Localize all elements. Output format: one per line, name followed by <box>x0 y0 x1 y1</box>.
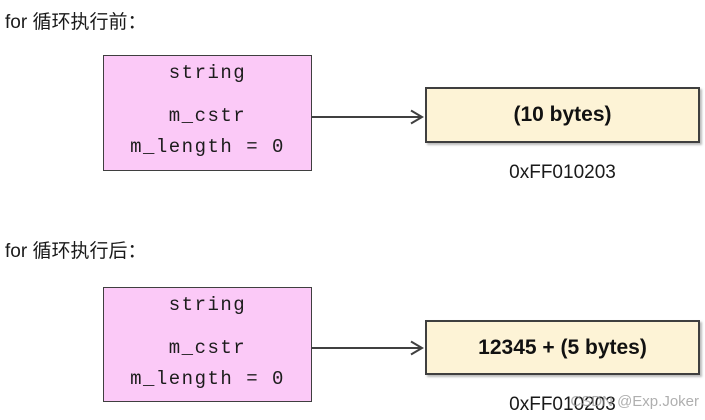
struct-field-mcstr: m_cstr <box>168 105 247 127</box>
struct-field-mcstr: m_cstr <box>168 337 247 359</box>
section-title-after: for 循环执行后： <box>5 241 147 262</box>
buffer-label: (10 bytes) <box>513 103 612 126</box>
buffer-address-after: 0xFF010203 <box>509 394 616 415</box>
struct-field-mlength: m_length = 0 <box>130 368 285 390</box>
heap-buffer-box-after: 12345 + (5 bytes) <box>425 320 700 375</box>
string-struct-box-before: string m_cstr m_length = 0 <box>103 55 312 171</box>
buffer-address-before: 0xFF010203 <box>509 162 616 183</box>
buffer-label: 12345 + (5 bytes) <box>478 335 647 359</box>
string-struct-box-after: string m_cstr m_length = 0 <box>103 287 312 402</box>
struct-field-mlength: m_length = 0 <box>130 136 285 158</box>
struct-type-name: string <box>168 294 247 316</box>
watermark: CSDN @Exp.Joker <box>570 393 699 410</box>
heap-buffer-box-before: (10 bytes) <box>425 87 700 143</box>
section-title-before: for 循环执行前： <box>5 12 147 33</box>
struct-type-name: string <box>168 62 247 84</box>
